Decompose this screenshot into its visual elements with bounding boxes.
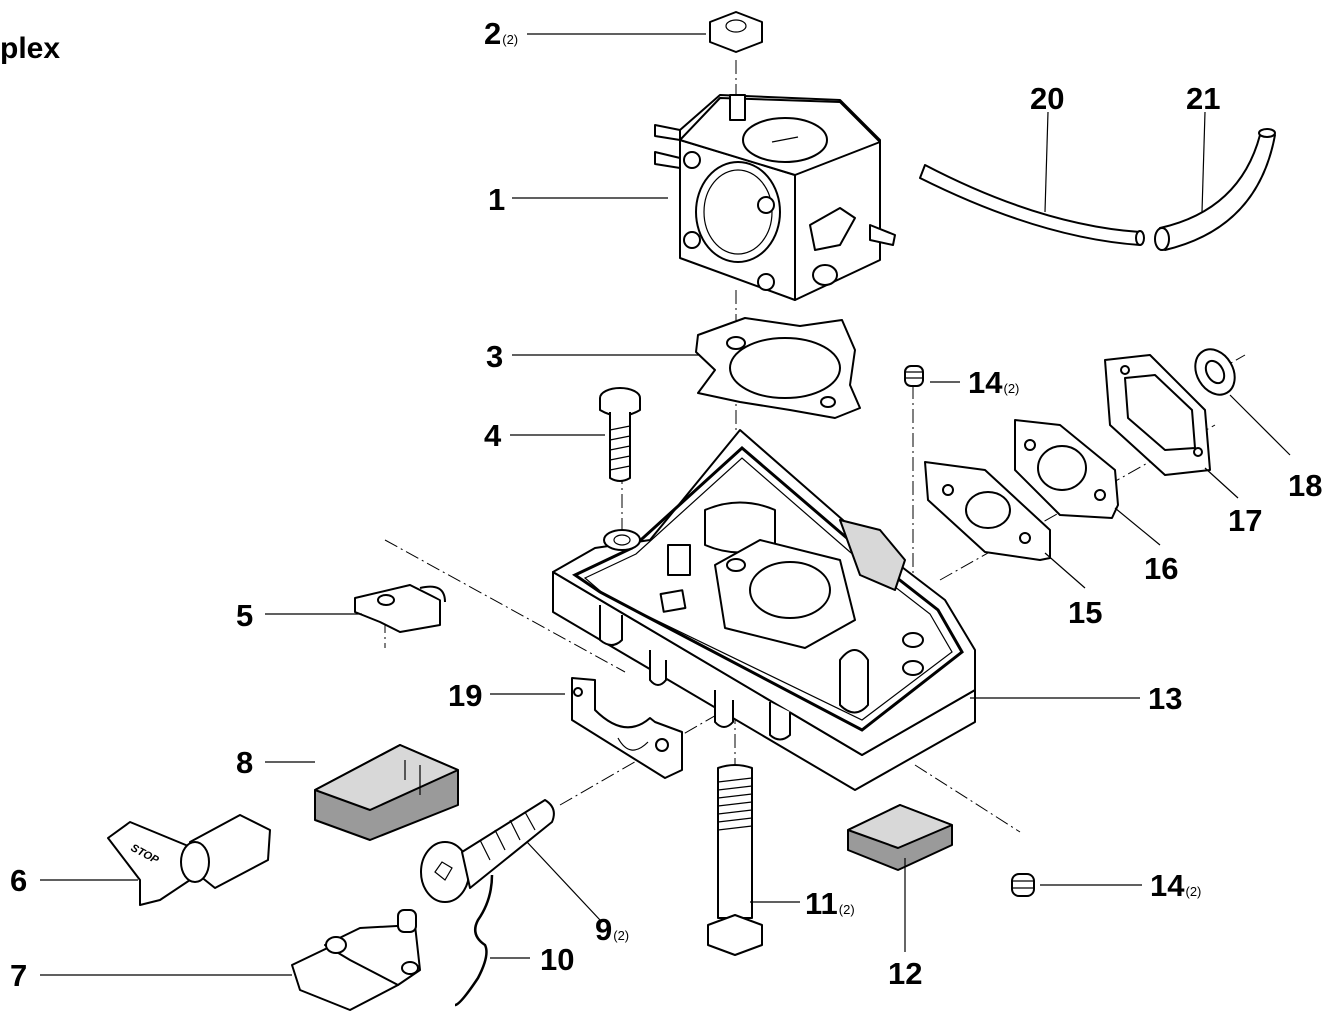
callout-18: 18 <box>1288 468 1323 503</box>
carburetor <box>654 94 896 301</box>
callout-8: 8 <box>236 745 254 780</box>
flange-16 <box>1014 419 1119 519</box>
fuel-hose-21 <box>1154 128 1276 251</box>
callout-12: 12 <box>888 956 923 991</box>
nut <box>709 11 763 53</box>
callout-2: 2(2) <box>484 16 519 51</box>
callout-14-bottom: 14(2) <box>1150 868 1202 903</box>
stop-switch-6: STOP <box>107 814 271 906</box>
callout-11: 11(2) <box>805 886 855 921</box>
callout-10: 10 <box>540 942 575 977</box>
callout-1: 1 <box>488 182 506 217</box>
bolt-11 <box>707 764 763 956</box>
switch-bracket-7 <box>291 909 421 1011</box>
page-title: plex <box>0 32 61 65</box>
flange-gasket-15 <box>924 461 1051 561</box>
carburetor-box-housing <box>552 429 976 791</box>
callout-9: 9(2) <box>595 912 630 947</box>
callout-19: 19 <box>448 678 483 713</box>
callout-17: 17 <box>1228 503 1263 538</box>
callout-6: 6 <box>10 863 28 898</box>
insulation-block-8 <box>314 744 459 841</box>
clip-5 <box>354 584 446 633</box>
callout-15: 15 <box>1068 595 1103 630</box>
leader-lines <box>40 33 1291 976</box>
wire-10 <box>454 874 494 1007</box>
washer-18 <box>1194 348 1236 396</box>
plate-19 <box>571 677 683 779</box>
callout-16: 16 <box>1144 551 1179 586</box>
callout-14-top: 14(2) <box>968 365 1020 400</box>
callout-20: 20 <box>1030 81 1065 116</box>
callout-3: 3 <box>486 339 504 374</box>
screw-9 <box>420 799 555 903</box>
insulation-block-12 <box>847 804 953 871</box>
grommet-bottom <box>1011 873 1035 897</box>
gasket-17 <box>1104 354 1211 476</box>
grommet-top <box>904 365 924 387</box>
fuel-hose-20 <box>919 164 1145 246</box>
callout-5: 5 <box>236 598 254 633</box>
callout-21: 21 <box>1186 81 1221 116</box>
screw-4 <box>599 387 641 482</box>
carburetor-gasket <box>695 317 861 419</box>
callout-13: 13 <box>1148 681 1183 716</box>
callout-4: 4 <box>484 418 502 453</box>
callout-7: 7 <box>10 958 28 993</box>
